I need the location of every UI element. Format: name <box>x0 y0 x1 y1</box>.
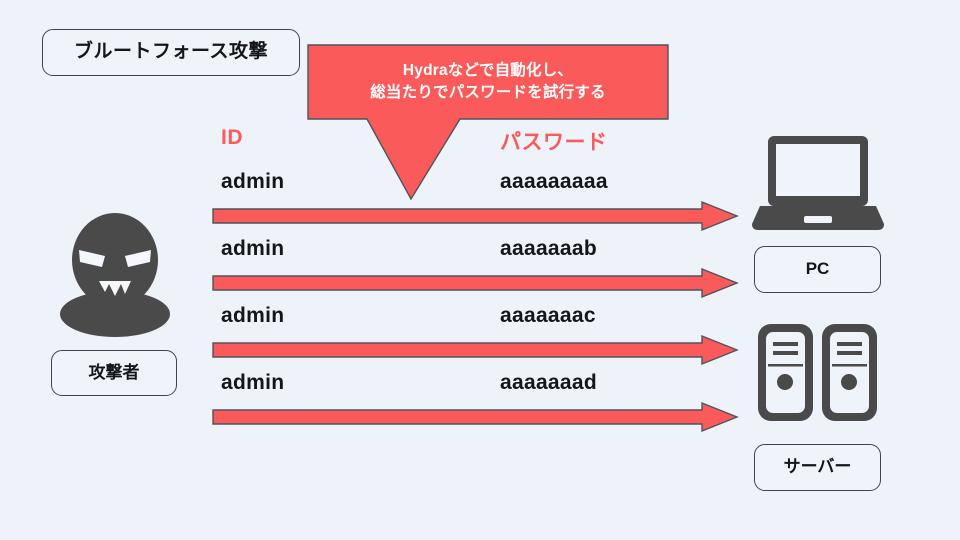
laptop-icon <box>750 134 886 234</box>
server-icon <box>755 320 880 425</box>
attack-arrow-1 <box>211 267 739 299</box>
credential-id-2: admin <box>221 304 285 327</box>
diagram-title-text: ブルートフォース攻撃 <box>73 41 269 63</box>
attack-arrow-2 <box>211 334 739 366</box>
arrow-right-icon <box>212 401 739 433</box>
credential-password-1: aaaaaaab <box>500 237 597 260</box>
attack-arrow-3 <box>211 401 739 433</box>
credential-id-0: admin <box>221 170 285 193</box>
server-label-text: サーバー <box>783 457 852 477</box>
column-header-password: パスワード <box>500 131 608 154</box>
server-label-box: サーバー <box>754 444 881 491</box>
arrow-right-icon <box>212 267 739 299</box>
credential-id-1: admin <box>221 237 285 260</box>
diagram-title-box: ブルートフォース攻撃 <box>42 29 300 76</box>
attacker-label-text: 攻撃者 <box>88 362 140 382</box>
credential-password-2: aaaaaaac <box>500 304 596 327</box>
attack-arrow-0 <box>211 200 739 232</box>
arrow-right-icon <box>212 200 739 232</box>
arrow-right-icon <box>212 334 739 366</box>
callout-banner: Hydraなどで自動化し、 総当たりでパスワードを試行する <box>307 44 669 201</box>
credential-password-3: aaaaaaad <box>500 371 597 394</box>
pc-label-box: PC <box>754 246 881 293</box>
credential-password-0: aaaaaaaaa <box>500 170 608 193</box>
column-header-id: ID <box>221 126 243 149</box>
pc-label-text: PC <box>805 259 830 279</box>
callout-shape <box>307 44 669 201</box>
credential-id-3: admin <box>221 371 285 394</box>
masked-attacker-icon <box>55 212 175 337</box>
attacker-label-box: 攻撃者 <box>51 350 177 396</box>
